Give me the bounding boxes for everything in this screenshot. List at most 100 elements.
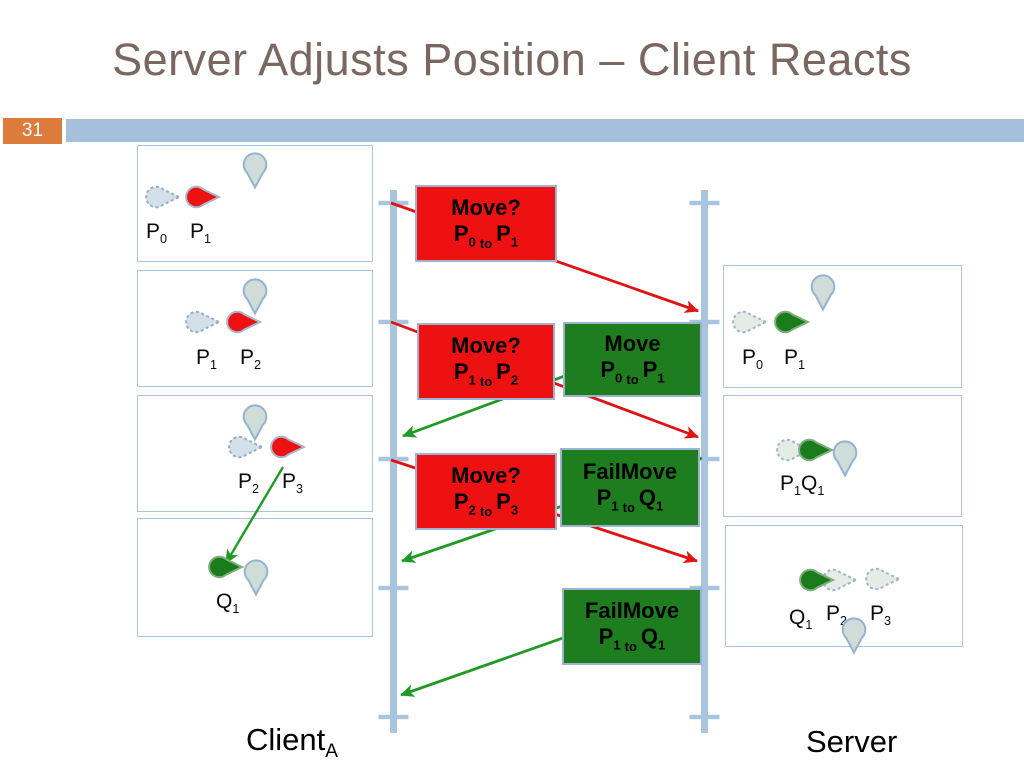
position-token: P1	[596, 485, 619, 514]
position-subscript: 1	[798, 358, 806, 373]
position-subscript: 0	[756, 358, 764, 373]
header-bar	[66, 119, 1024, 142]
position-token: P1	[196, 346, 218, 373]
client-state-4-panel	[137, 518, 373, 637]
position-token: P2	[826, 602, 848, 629]
position-subscript: 1	[657, 370, 665, 386]
pin-label: P2	[238, 470, 260, 497]
position-token: P1	[784, 346, 806, 373]
message-verb: Move?	[451, 462, 521, 488]
position-token: P1	[598, 624, 621, 653]
position-token: Q1	[640, 624, 666, 653]
position-token: P1	[190, 220, 212, 247]
page-number-badge: 31	[3, 118, 62, 144]
position-token: P1	[453, 359, 476, 388]
server-state-2-panel	[723, 395, 962, 517]
position-subscript: 1	[611, 498, 619, 514]
server-label-text: Server	[806, 724, 898, 759]
position-subscript: 1	[805, 618, 813, 633]
pin-label: P0	[742, 346, 764, 373]
position-token: P2	[238, 470, 260, 497]
pin-label: P1	[190, 220, 212, 247]
pin-label: P1	[784, 346, 806, 373]
position-token: Q1	[789, 606, 813, 633]
position-subscript: 0	[615, 370, 623, 386]
position-subscript: 1	[510, 234, 519, 250]
to-word: to	[624, 639, 637, 655]
client-lifeline-tick-1	[378, 200, 409, 206]
pin-label: P3	[870, 602, 892, 629]
pin-label: P1Q1	[780, 472, 825, 499]
slide-title: Server Adjusts Position – Client Reacts	[112, 34, 912, 85]
position-subscript: 3	[296, 482, 304, 497]
position-subscript: 3	[884, 614, 892, 629]
position-token: P0	[453, 221, 476, 250]
client-label-subscript: A	[325, 741, 338, 763]
client-lifeline-tick-3	[378, 456, 409, 462]
position-subscript: 1	[613, 637, 621, 653]
to-word: to	[479, 236, 493, 252]
position-subscript: 1	[468, 372, 476, 388]
position-token: P3	[282, 470, 304, 497]
position-token: P0	[146, 220, 168, 247]
position-subscript: 1	[656, 498, 664, 514]
message-verb: Move?	[451, 194, 521, 220]
pin-label: Q1	[216, 590, 240, 617]
server-lifeline-tick-1	[689, 200, 720, 206]
pin-label: P2	[826, 602, 848, 629]
server-state-1-panel	[723, 265, 962, 388]
position-token: P1	[496, 221, 519, 250]
pin-label: P1	[196, 346, 218, 373]
to-word: to	[622, 500, 635, 516]
to-word: to	[479, 374, 493, 390]
client-lifeline-tick-5	[378, 714, 409, 720]
client-lifeline-bar	[390, 190, 397, 733]
pin-label: P3	[282, 470, 304, 497]
position-subscript: 1	[210, 358, 218, 373]
client-lifeline-tick-2	[378, 319, 409, 325]
message-verb: Move?	[451, 332, 521, 358]
position-token: P3	[870, 602, 892, 629]
position-token: P0	[600, 357, 623, 386]
position-token: P3	[496, 489, 519, 518]
position-subscript: 2	[510, 372, 519, 388]
client-label-text: Client	[246, 722, 326, 757]
to-word: to	[626, 372, 639, 388]
server-lifeline-tick-5	[689, 714, 720, 720]
position-subscript: 1	[794, 484, 802, 499]
position-subscript: 0	[468, 234, 476, 250]
client-lifeline-tick-4	[378, 585, 409, 591]
message-verb: FailMove	[582, 458, 678, 484]
position-token: P2	[453, 489, 476, 518]
pin-label: P0	[146, 220, 168, 247]
position-token: Q1	[801, 472, 825, 499]
position-subscript: 1	[817, 484, 825, 499]
position-subscript: 2	[468, 502, 476, 518]
to-word: to	[479, 504, 493, 520]
position-subscript: 2	[840, 614, 848, 629]
client-state-1-panel	[137, 145, 373, 262]
position-token: Q1	[638, 485, 664, 514]
position-subscript: 1	[658, 637, 666, 653]
position-token: Q1	[216, 590, 240, 617]
position-subscript: 2	[252, 482, 260, 497]
position-token: P1	[642, 357, 665, 386]
position-token: P1	[780, 472, 802, 499]
pin-label: P2	[240, 346, 262, 373]
server-state-3-panel	[725, 525, 963, 647]
position-token: P2	[240, 346, 262, 373]
position-subscript: 0	[160, 232, 168, 247]
position-subscript: 1	[232, 602, 240, 617]
pin-label: Q1	[789, 606, 813, 633]
